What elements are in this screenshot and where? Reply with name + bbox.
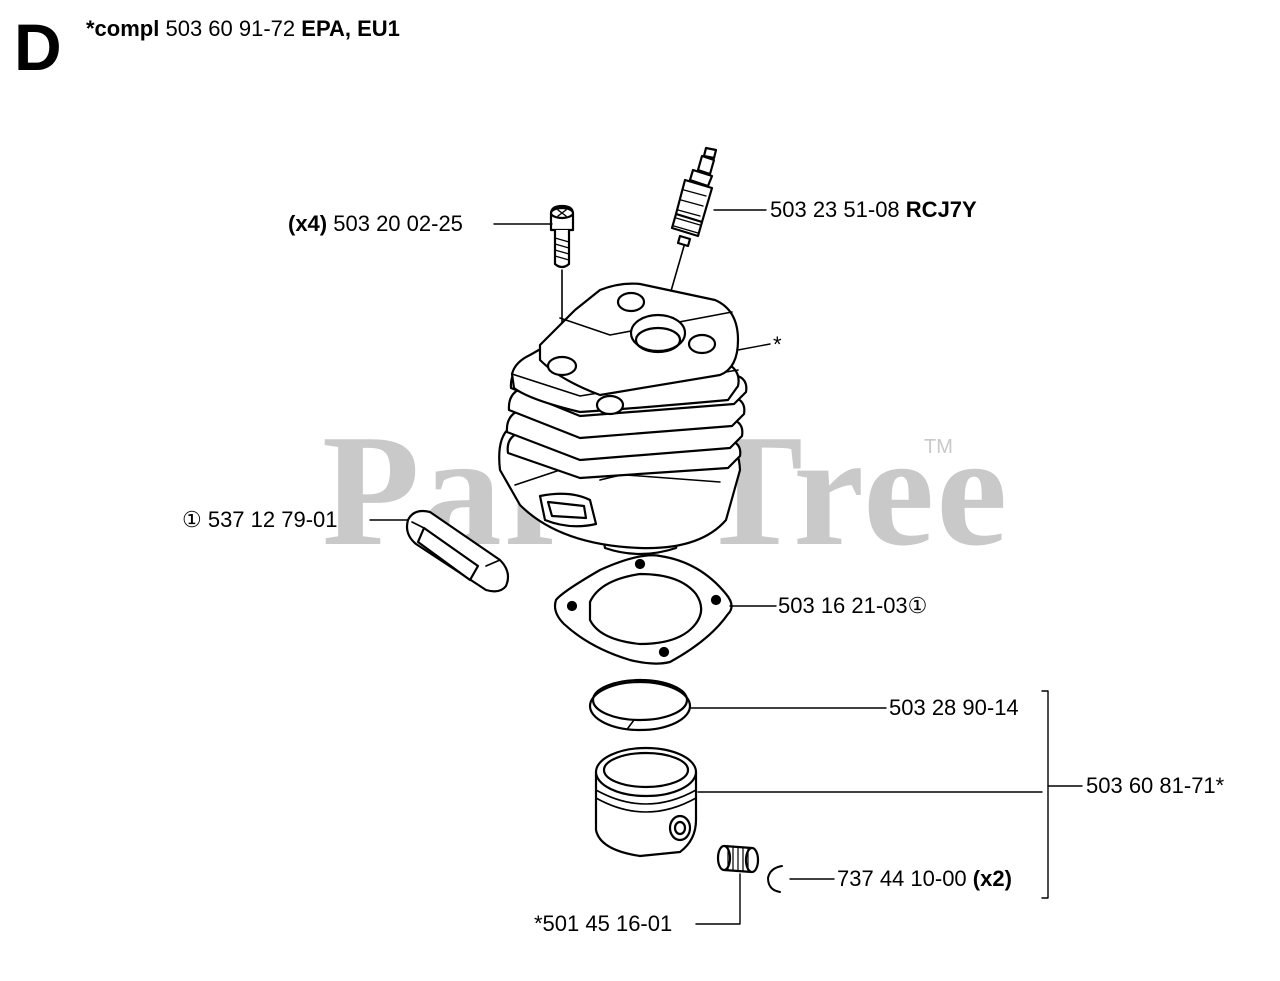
- piston-kit-bracket: [1041, 690, 1049, 899]
- leader-needle-bearing: [695, 873, 741, 925]
- spark-plug-part-number: 503 23 51-08: [770, 197, 900, 222]
- piston-ring-icon: [588, 678, 692, 732]
- intake-gasket-icon: [405, 509, 510, 593]
- label-piston-kit: 503 60 81-71*: [1086, 773, 1225, 798]
- cylinder-screw-icon: [549, 204, 575, 269]
- label-cylinder-screw: (x4) 503 20 02-25: [288, 213, 463, 235]
- label-cylinder-mark: *: [773, 332, 782, 357]
- assembly-header: *compl 503 60 91-72 EPA, EU1: [86, 16, 400, 42]
- circlip-icon: [767, 865, 783, 893]
- trademark-mark: TM: [924, 436, 953, 458]
- circlip-part-number: 737 44 10-00: [837, 866, 967, 891]
- screw-quantity: (x4): [288, 211, 328, 236]
- leader-cylinder: [737, 343, 771, 351]
- assembly-number: 503 60 91-72: [165, 16, 296, 41]
- label-needle-bearing: *501 45 16-01: [534, 911, 673, 936]
- label-base-gasket: 503 16 21-03①: [778, 593, 928, 618]
- compl-label: *compl: [86, 16, 160, 41]
- screw-part-number: 503 20 02-25: [333, 211, 463, 236]
- label-spark-plug: 503 23 51-08 RCJ7Y: [770, 199, 977, 221]
- cylinder-icon: [498, 282, 748, 556]
- label-intake-gasket: ① 537 12 79-01: [182, 507, 338, 532]
- piston-icon: [594, 746, 698, 858]
- assembly-variants: EPA, EU1: [301, 16, 400, 41]
- section-letter: D: [14, 10, 62, 84]
- label-circlip: 737 44 10-00 (x2): [837, 868, 1012, 890]
- spark-plug-type: RCJ7Y: [905, 197, 977, 222]
- label-piston-ring: 503 28 90-14: [889, 695, 1019, 720]
- base-gasket-icon: [553, 554, 733, 665]
- needle-bearing-icon: [716, 844, 760, 874]
- circlip-quantity: (x2): [972, 866, 1012, 891]
- spark-plug-icon: [670, 146, 718, 248]
